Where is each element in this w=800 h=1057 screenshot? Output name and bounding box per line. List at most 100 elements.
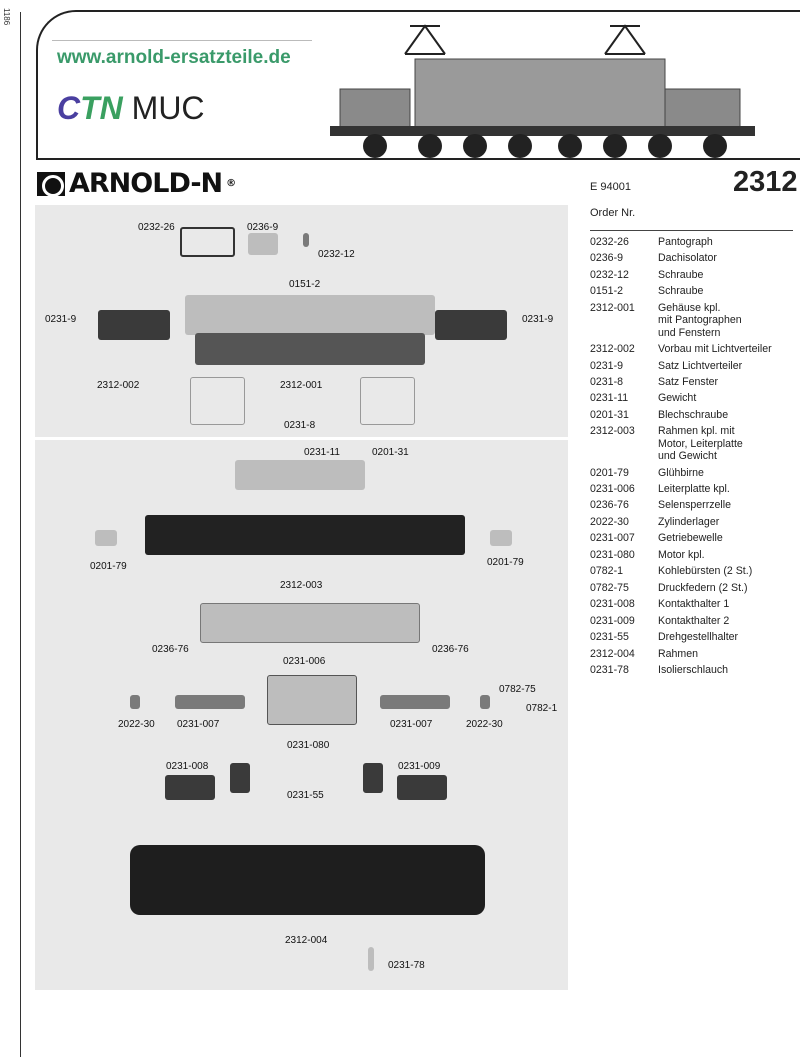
diagram-divider [35,437,568,440]
part-number: 2312-001 [590,301,635,314]
part-description: Dachisolator [658,252,717,265]
part-number: 0231-9 [590,359,623,372]
part-description: Blechschraube [658,408,729,421]
callout-label: 0232-26 [138,222,175,233]
bulb-part [490,530,512,546]
registered-mark: ® [226,178,236,189]
part-description: Druckfedern (2 St.) [658,581,748,594]
parts-list-row: 0231-006 Leiterplatte kpl. [590,483,800,495]
part-description: Leiterplatte kpl. [658,483,730,495]
part-number: 0231-11 [590,392,629,405]
part-description: Drehgestellhalter [658,631,739,644]
bearing-part [480,695,490,709]
callout-label: 0236-76 [432,644,469,655]
part-description: Schraube [658,285,704,298]
motor-part [267,675,357,725]
callout-label: 0231-007 [390,719,433,730]
weight-part [235,460,365,490]
parts-list-row: 0231-080 Motor kpl. [590,549,800,561]
insulating-tube-part [368,947,374,971]
body-housing-part [195,333,425,365]
callout-label: 0231-55 [287,790,324,801]
part-description: Motor kpl. [658,548,705,561]
header-frame [36,10,800,160]
part-number: 0201-31 [590,408,629,421]
callout-label: 0231-009 [398,761,441,772]
header-rule [52,40,312,41]
article-number: E 94001 [590,181,631,193]
window-set-part [190,377,245,425]
callout-label: 0231-9 [522,314,554,325]
part-description: Zylinderlager [658,515,720,528]
model-number: 2312 [733,166,798,198]
part-number: 2022-30 [590,515,629,528]
part-description: Kontakthalter 1 [658,598,730,611]
frame-part [130,845,485,915]
part-number: 0231-080 [590,548,635,561]
arnold-logo-icon [37,171,65,197]
part-number: 0231-78 [590,664,629,677]
part-description: Vorbau mit Lichtverteiler [658,343,772,356]
part-description: Rahmen kpl. mit Motor, Leiterplatte und … [658,425,743,463]
ctn-c: C [57,90,81,126]
callout-label: 2022-30 [118,719,155,730]
website-url[interactable]: www.arnold-ersatzteile.de [57,47,291,68]
hood-right-part [435,310,507,340]
part-number: 0231-8 [590,375,623,388]
callout-label: 0231-008 [166,761,209,772]
callout-label: 0231-9 [45,314,77,325]
callout-label: 0151-2 [289,279,321,290]
locomotive-photo [330,24,755,158]
callout-label: 0231-006 [283,656,326,667]
part-number: 0232-12 [590,268,629,281]
part-number: 0231-006 [590,483,635,495]
part-description: Kohlebürsten (2 St.) [658,565,753,578]
logo-text: ARNOLD-N [69,168,223,199]
circuit-board-part [200,603,420,643]
part-number: 0231-007 [590,532,635,545]
contact-holder-2-part [397,775,447,800]
part-number: 0201-79 [590,466,629,479]
part-number: 0782-75 [590,581,629,594]
gear-shaft-part [380,695,450,709]
part-description: Glühbirne [658,466,704,479]
callout-label: 2312-004 [285,935,328,946]
arnold-n-logo: ARNOLD-N® [37,168,236,199]
callout-label: 0231-8 [284,420,316,431]
callout-label: 0232-12 [318,249,355,260]
callout-label: 2312-003 [280,580,323,591]
callout-label: 0236-76 [152,644,189,655]
bogie-holder-part [363,763,383,793]
pantograph-part [180,227,235,257]
part-description: Selensperrzelle [658,499,732,512]
part-number: 2312-004 [590,647,635,660]
part-description: Schraube [658,268,704,281]
page-number: 1186 [2,8,11,26]
callout-label: 0201-79 [487,557,524,568]
parts-list-row: 0201-31 Blechschraube [590,409,800,421]
part-description: Gewicht [658,392,697,405]
bearing-part [130,695,140,709]
callout-label: 2312-002 [97,380,140,391]
part-description: Kontakthalter 2 [658,614,730,627]
body-roof-part [185,295,435,335]
ctn-muc: MUC [131,90,205,126]
parts-list-row: 0236-76 Selensperrzelle [590,499,800,511]
order-rule [590,230,793,231]
part-number: 0236-76 [590,499,629,512]
screw-part [303,233,309,247]
order-number-heading: Order Nr. [590,207,636,219]
bulb-part [95,530,117,546]
part-number: 0231-008 [590,598,635,611]
part-number: 2312-003 [590,425,635,438]
callout-label: 0231-11 [304,447,340,458]
ctn-tn: TN [80,90,123,126]
margin-rule [20,12,21,1057]
window-set-part [360,377,415,425]
parts-list-row: 0782-75 Druckfedern (2 St.) [590,582,800,594]
